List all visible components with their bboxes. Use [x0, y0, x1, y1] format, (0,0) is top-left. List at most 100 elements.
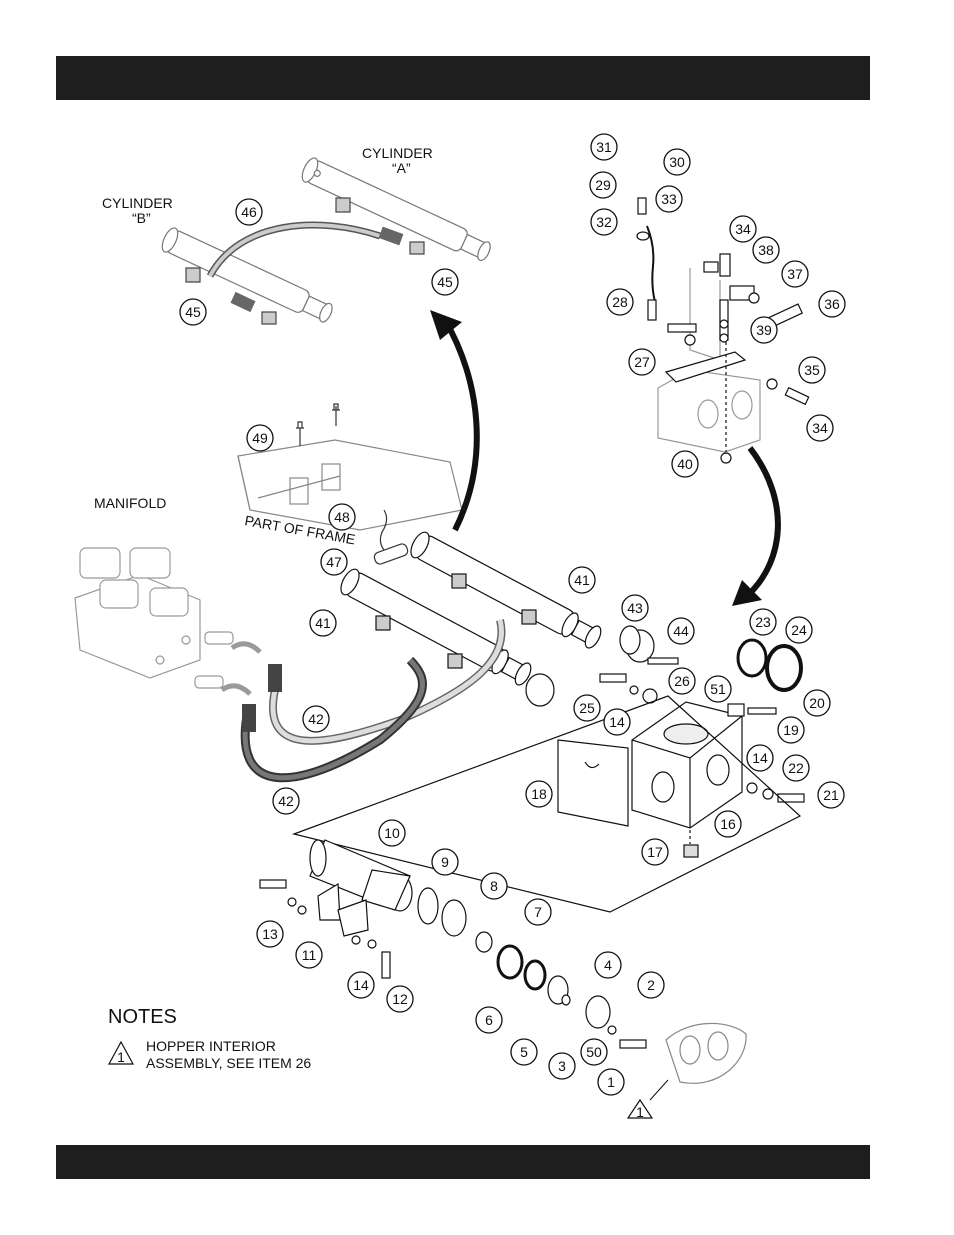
callout-20: 20: [804, 690, 830, 716]
callout-21: 21: [818, 782, 844, 808]
callout-11: 11: [296, 942, 322, 968]
callout-number: 5: [520, 1044, 528, 1060]
callout-38: 38: [753, 237, 779, 263]
callout-number: 40: [677, 456, 693, 472]
callout-number: 4: [604, 957, 612, 973]
callout-number: 33: [661, 191, 677, 207]
callout-number: 11: [302, 947, 317, 963]
callout-42: 42: [303, 706, 329, 732]
callout-number: 29: [595, 177, 611, 193]
callout-23: 23: [750, 609, 776, 635]
callout-number: 7: [534, 904, 542, 920]
callout-number: 17: [647, 844, 663, 860]
note-marker-label: 1: [117, 1049, 125, 1065]
callout-number: 28: [612, 294, 628, 310]
callout-number: 14: [752, 750, 768, 766]
callout-number: 9: [441, 854, 449, 870]
callout-51: 51: [705, 676, 731, 702]
callout-26: 26: [669, 668, 695, 694]
callout-47: 47: [321, 549, 347, 575]
callout-number: 49: [252, 430, 268, 446]
callout-number: 50: [586, 1044, 602, 1060]
callout-number: 42: [278, 793, 294, 809]
callout-8: 8: [481, 873, 507, 899]
callout-16: 16: [715, 811, 741, 837]
callout-number: 3: [558, 1058, 566, 1074]
callout-36: 36: [819, 291, 845, 317]
callout-number: 14: [353, 977, 369, 993]
callout-27: 27: [629, 349, 655, 375]
callout-37: 37: [782, 261, 808, 287]
callout-6: 6: [476, 1007, 502, 1033]
callout-number: 38: [758, 242, 774, 258]
callout-number: 37: [787, 266, 803, 282]
callout-1: 1: [598, 1069, 624, 1095]
callout-32: 32: [591, 209, 617, 235]
notes-title: NOTES: [108, 1006, 177, 1029]
cylinder-b-label-1: CYLINDER: [102, 195, 173, 211]
callout-number: 22: [788, 760, 804, 776]
callout-40: 40: [672, 451, 698, 477]
manifold-label: MANIFOLD: [94, 495, 166, 511]
callout-number: 41: [574, 572, 590, 588]
callout-number: 34: [735, 221, 751, 237]
callout-10: 10: [379, 820, 405, 846]
callout-25: 25: [574, 695, 600, 721]
callout-46: 46: [236, 199, 262, 225]
callout-5: 5: [511, 1039, 537, 1065]
callout-number: 36: [824, 296, 840, 312]
notes-line-2: ASSEMBLY, SEE ITEM 26: [146, 1055, 311, 1071]
callout-number: 31: [596, 139, 612, 155]
callout-19: 19: [778, 717, 804, 743]
callout-42: 42: [273, 788, 299, 814]
callout-41: 41: [569, 567, 595, 593]
callout-number: 25: [579, 700, 595, 716]
cylinder-b-label-2: “B”: [132, 210, 151, 226]
callout-number: 14: [609, 714, 625, 730]
callout-number: 45: [185, 304, 201, 320]
callout-number: 45: [437, 274, 453, 290]
callout-number: 20: [809, 695, 825, 711]
callout-28: 28: [607, 289, 633, 315]
callout-9: 9: [432, 849, 458, 875]
callout-41: 41: [310, 610, 336, 636]
callout-number: 51: [710, 681, 726, 697]
callout-30: 30: [664, 149, 690, 175]
callout-number: 35: [804, 362, 820, 378]
callout-49: 49: [247, 425, 273, 451]
callout-number: 23: [755, 614, 771, 630]
callout-50: 50: [581, 1039, 607, 1065]
callout-18: 18: [526, 781, 552, 807]
footer-bar: [56, 1145, 870, 1179]
callout-48: 48: [329, 504, 355, 530]
callout-34: 34: [807, 415, 833, 441]
callout-number: 1: [607, 1074, 615, 1090]
callout-22: 22: [783, 755, 809, 781]
callout-number: 8: [490, 878, 498, 894]
callout-12: 12: [387, 986, 413, 1012]
callout-number: 42: [308, 711, 324, 727]
callout-14: 14: [747, 745, 773, 771]
callout-4: 4: [595, 952, 621, 978]
callout-39: 39: [751, 317, 777, 343]
cylinder-a-label-1: CYLINDER: [362, 145, 433, 161]
callout-number: 6: [485, 1012, 493, 1028]
callout-44: 44: [668, 618, 694, 644]
cylinder-a-label-2: “A”: [392, 160, 411, 176]
callout-number: 32: [596, 214, 612, 230]
callout-number: 47: [326, 554, 342, 570]
note-triangle-diagram-label: 1: [636, 1104, 644, 1120]
callout-14: 14: [604, 709, 630, 735]
callout-45: 45: [180, 299, 206, 325]
callout-number: 48: [334, 509, 350, 525]
callout-number: 19: [783, 722, 799, 738]
callout-number: 10: [384, 825, 400, 841]
callout-number: 16: [720, 816, 736, 832]
callout-number: 27: [634, 354, 650, 370]
callout-7: 7: [525, 899, 551, 925]
callout-13: 13: [257, 921, 283, 947]
callout-number: 26: [674, 673, 690, 689]
callout-2: 2: [638, 972, 664, 998]
